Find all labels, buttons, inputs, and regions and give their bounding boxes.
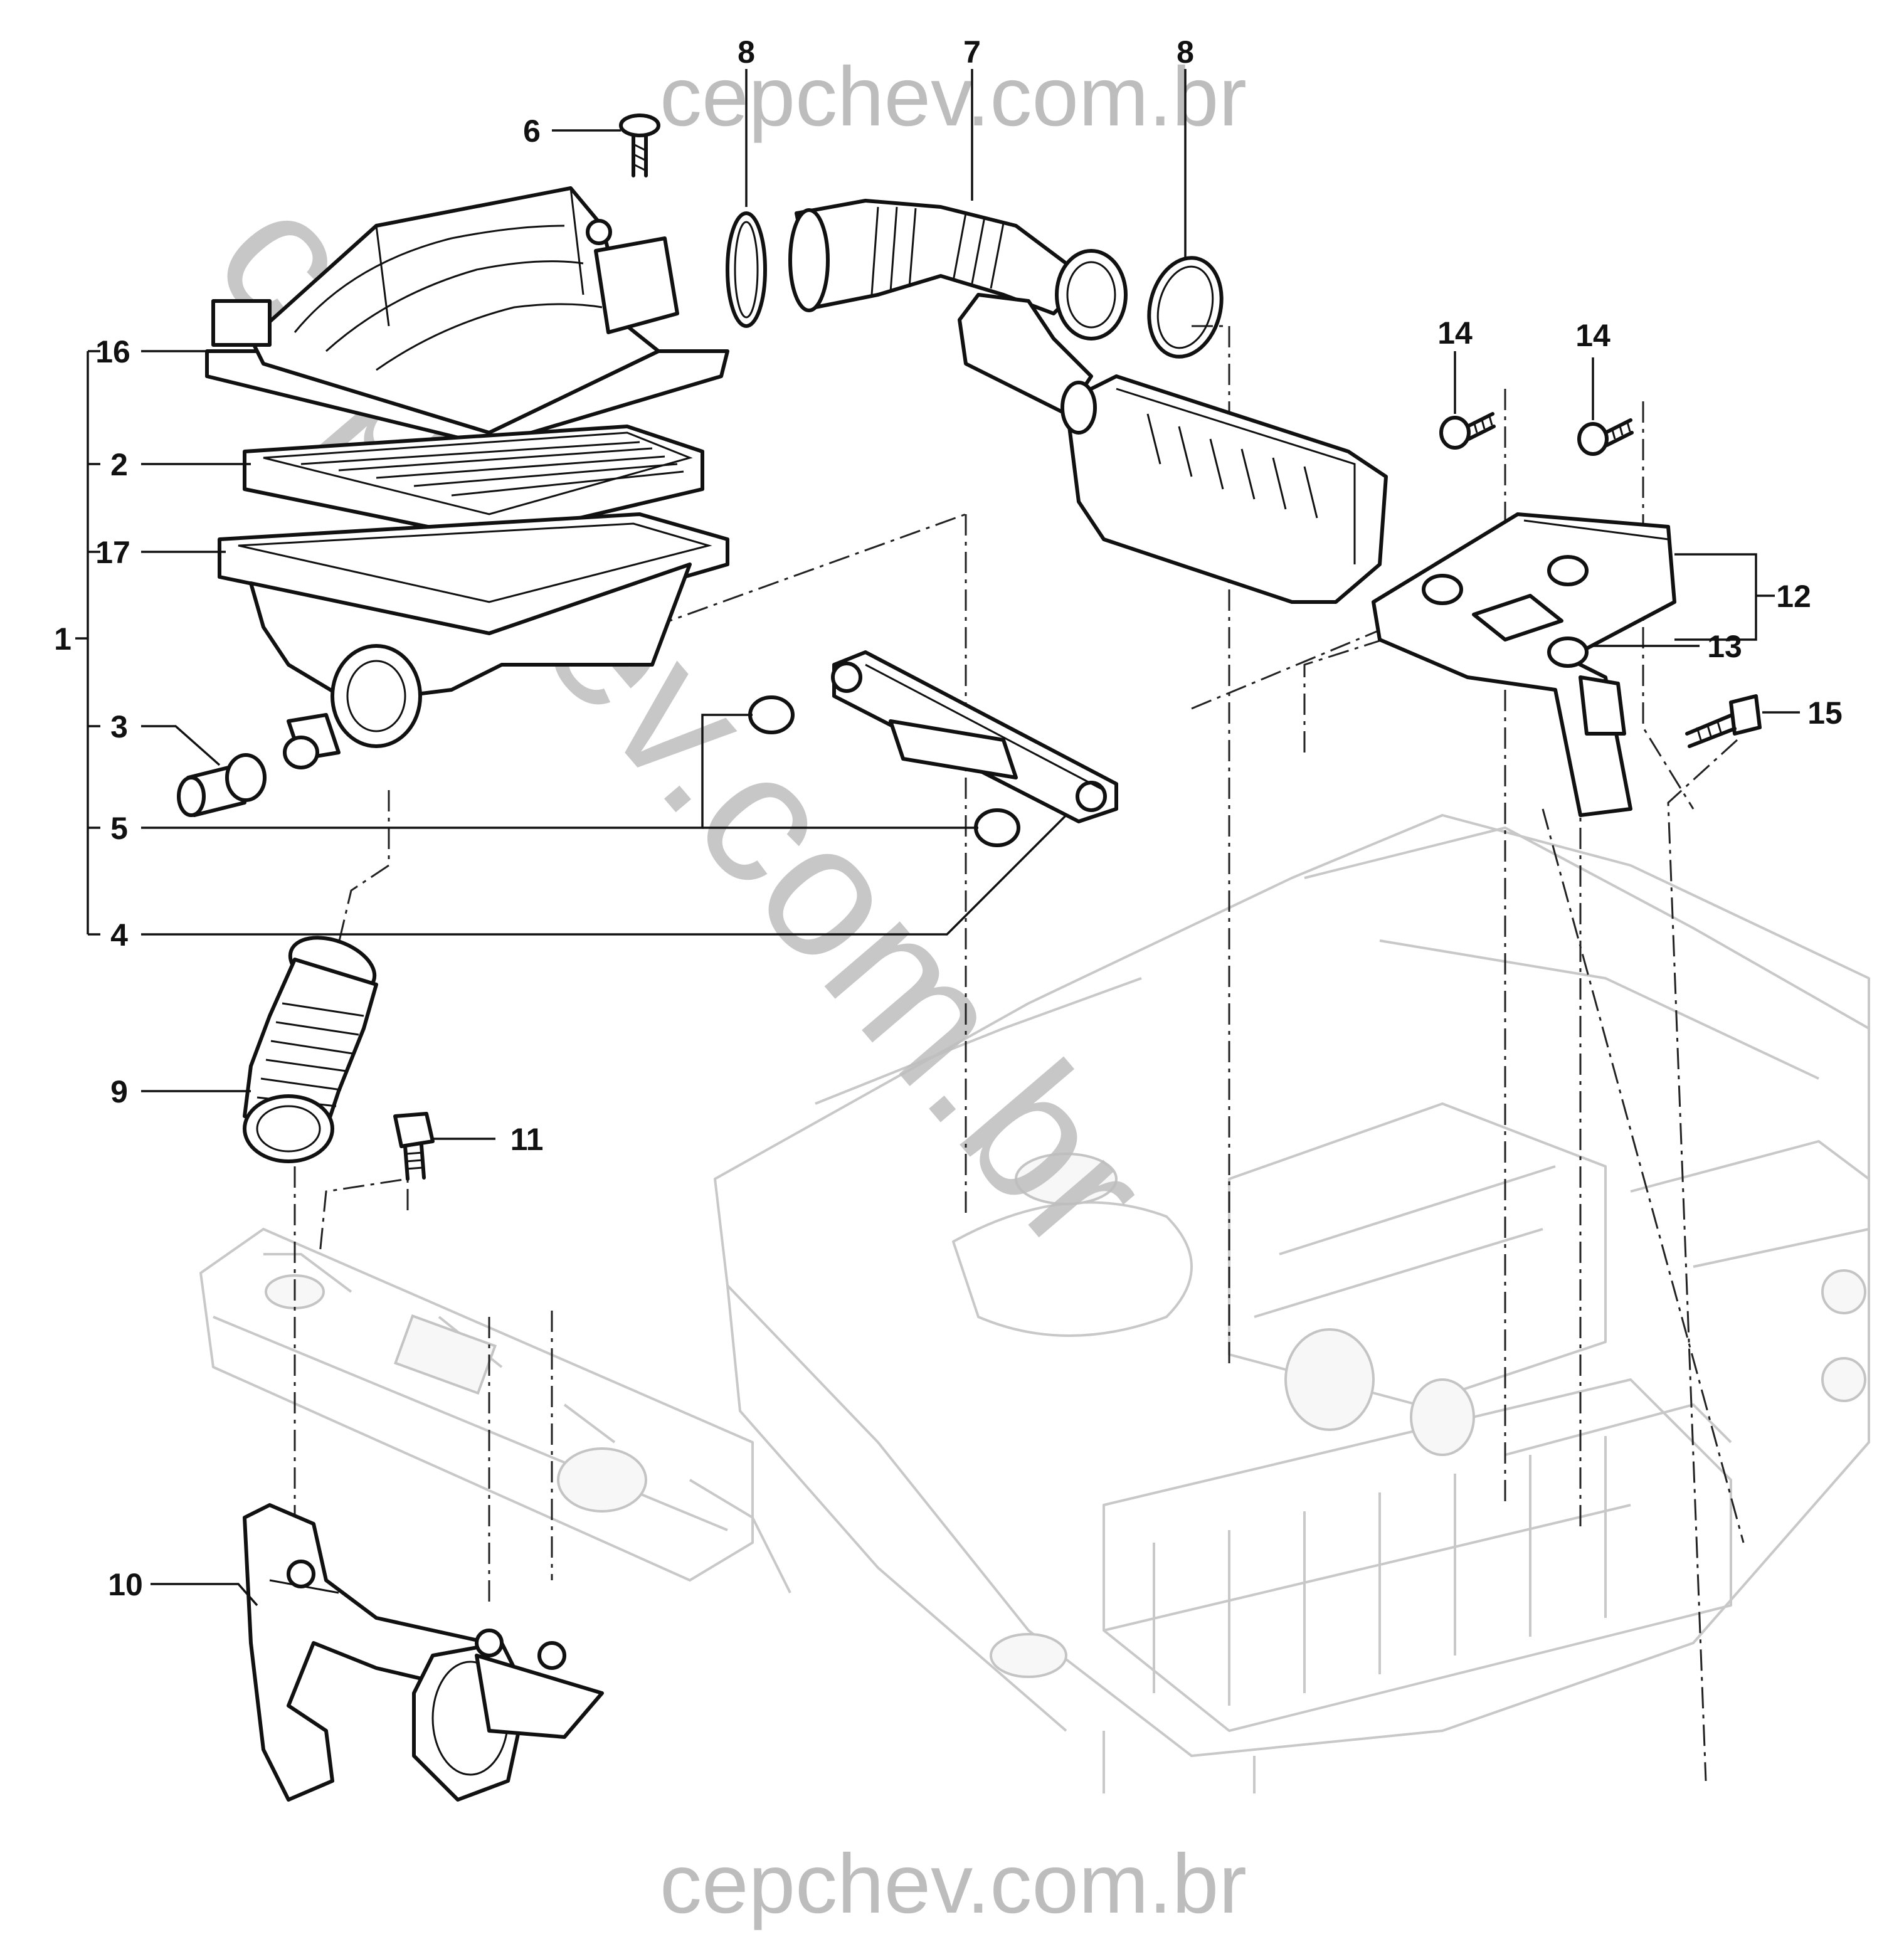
callout-15: 15 (1807, 695, 1843, 731)
callout-14-left: 14 (1437, 315, 1473, 351)
bolt-14-right (1577, 418, 1634, 456)
watermark-top: cepchev.com.br (660, 50, 1247, 144)
callout-9: 9 (110, 1074, 128, 1109)
inlet-duct (243, 1503, 604, 1802)
grommet-upper (748, 695, 795, 734)
air-cleaner-lower-housing (218, 512, 729, 769)
callout-17: 17 (95, 535, 130, 570)
resonator (1060, 374, 1388, 604)
bolt-6 (619, 114, 660, 177)
inlet-hose (243, 936, 378, 1163)
callout-2: 2 (110, 447, 128, 482)
hose-clamp-right (1147, 256, 1224, 359)
callout-5: 5 (110, 811, 128, 846)
callout-10: 10 (108, 1567, 143, 1602)
callout-14-right: 14 (1575, 318, 1610, 353)
drain-plug (177, 753, 267, 817)
callout-3: 3 (110, 709, 128, 744)
callout-labels: 1 2 3 4 5 6 7 8 8 9 10 11 12 13 14 14 15… (54, 34, 1843, 1602)
bolt-15 (1685, 694, 1762, 748)
callout-8-left: 8 (738, 34, 755, 70)
callout-16: 16 (95, 334, 130, 369)
callout-1: 1 (54, 621, 71, 657)
engine-bay-ghost (199, 814, 1870, 1793)
hose-clamp-left (726, 211, 767, 328)
leader-lines (75, 69, 1800, 1607)
outlet-hose (788, 199, 1128, 416)
callout-13: 13 (1707, 629, 1742, 664)
bolt-11 (393, 1112, 435, 1181)
callout-11: 11 (510, 1122, 544, 1157)
bolt-14-left (1439, 412, 1496, 450)
assembly-lines (294, 325, 1745, 1782)
housing-mount-bracket (831, 650, 1118, 823)
air-cleaner-upper-housing (205, 186, 729, 447)
callout-8-right: 8 (1177, 34, 1194, 70)
watermark-bottom: cepchev.com.br (660, 1837, 1247, 1931)
callout-12: 12 (1776, 579, 1811, 614)
callout-7: 7 (963, 34, 981, 70)
grommet-lower (974, 808, 1020, 847)
parts (177, 114, 1762, 1802)
callout-4: 4 (110, 917, 128, 953)
callout-6: 6 (523, 114, 541, 149)
mounting-bracket-12 (1372, 512, 1676, 817)
